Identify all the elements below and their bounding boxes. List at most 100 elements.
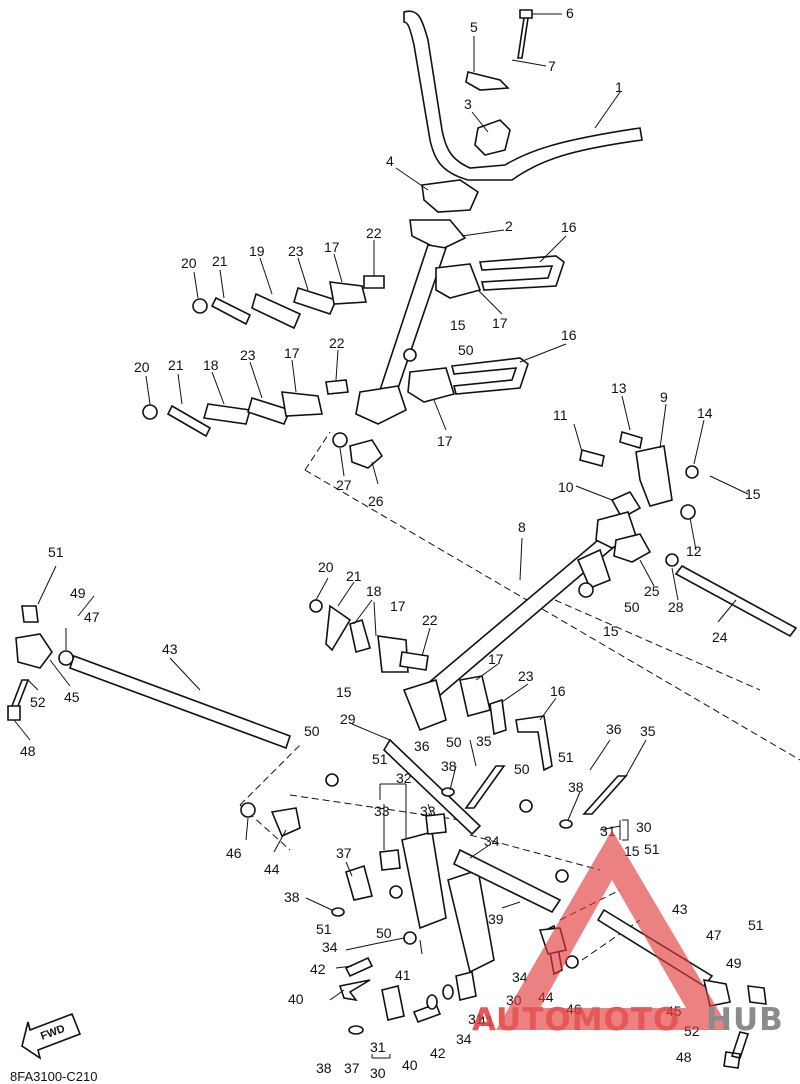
bushing-22a: [363, 275, 385, 289]
washer-38b: [441, 787, 455, 797]
label-30-a: 30: [636, 819, 652, 835]
label-50-b: 50: [624, 599, 640, 615]
link-39: [452, 848, 562, 914]
nut-46a: [240, 802, 256, 818]
nut-41b: [403, 931, 417, 945]
label-23-a: 23: [288, 243, 304, 259]
label-27: 27: [336, 477, 352, 493]
bolt-48a: [7, 679, 30, 721]
plate-18a: [202, 403, 252, 425]
label-32: 32: [396, 770, 412, 786]
label-51-d: 51: [644, 841, 660, 857]
label-11: 11: [553, 407, 568, 423]
label-30-c: 30: [370, 1065, 386, 1081]
label-41-b: 41: [478, 1013, 494, 1029]
label-23-c: 23: [518, 668, 534, 684]
label-51-c: 51: [558, 749, 574, 765]
washer-38d: [348, 1025, 364, 1035]
rod-24: [674, 564, 798, 638]
main-shaft-group: [418, 511, 798, 704]
label-31-c: 31: [370, 1039, 386, 1055]
label-17-d: 17: [437, 433, 453, 449]
label-22-b: 22: [329, 335, 345, 351]
label-43-a: 43: [162, 641, 178, 657]
label-49-b: 49: [726, 955, 742, 971]
label-20-a: 20: [181, 255, 197, 271]
plate-19: [251, 292, 302, 330]
label-17-c: 17: [284, 345, 300, 361]
bracket-16c: [515, 715, 553, 772]
label-5: 5: [470, 19, 478, 35]
label-22-c: 22: [422, 612, 438, 628]
label-38-b: 38: [441, 758, 457, 774]
link-21b: [166, 404, 212, 438]
label-34-c: 34: [512, 969, 528, 985]
upper-link-set: [192, 255, 565, 330]
label-38-d: 38: [316, 1060, 332, 1076]
nut-50e: [389, 885, 403, 899]
label-24: 24: [712, 629, 728, 645]
bushing-22b: [325, 379, 349, 395]
watermark-word-a: AUTOMOTO: [472, 1002, 680, 1038]
label-20-b: 20: [134, 359, 150, 375]
nut-49a: [21, 605, 39, 623]
label-50-d: 50: [446, 734, 462, 750]
label-40-b: 40: [402, 1057, 418, 1073]
lower-link-set: [309, 599, 553, 772]
tie-rod-end-44a: [270, 807, 301, 838]
label-35-a: 35: [476, 733, 492, 749]
label-34-a: 34: [484, 833, 500, 849]
label-43-b: 43: [672, 901, 688, 917]
nut-50b: [578, 582, 594, 598]
label-39: 39: [488, 911, 504, 927]
bushing-41: [455, 971, 477, 1001]
label-51-f: 51: [748, 917, 764, 933]
label-50-e: 50: [514, 761, 530, 777]
arm-32: [401, 830, 447, 930]
bushing-37a: [345, 864, 373, 901]
label-21-b: 21: [168, 357, 184, 373]
label-15-c: 15: [603, 623, 619, 639]
leader-lines: [13, 13, 749, 1001]
label-48-b: 48: [676, 1049, 692, 1065]
bushing-33b: [425, 813, 447, 835]
label-40-a: 40: [288, 991, 304, 1007]
label-17-f: 17: [488, 651, 504, 667]
label-16-a: 16: [561, 219, 577, 235]
label-23-b: 23: [240, 347, 256, 363]
label-47-b: 47: [706, 927, 722, 943]
bolt-35a: [464, 765, 506, 809]
part-number-labels: 1 2 3 4 5 6 7 8 9 10 11 12 13 14 15 15 1…: [20, 5, 764, 1081]
arm-34: [447, 868, 495, 974]
nut-50d: [519, 799, 533, 813]
nut-20a: [192, 298, 208, 314]
bracket-16a: [478, 255, 565, 291]
nut-20c: [309, 599, 323, 613]
label-34-b: 34: [322, 939, 338, 955]
label-46-a: 46: [226, 845, 242, 861]
label-22-a: 22: [366, 225, 382, 241]
tie-rod-end-25: [613, 533, 652, 563]
steering-column-bottom: [355, 385, 407, 425]
label-35-b: 35: [640, 723, 656, 739]
plate-23a: [293, 286, 338, 315]
plate-23c: [489, 698, 507, 736]
label-50-a: 50: [458, 342, 474, 358]
collar-17a: [329, 281, 368, 305]
label-8: 8: [518, 519, 526, 535]
link-21a: [210, 296, 252, 326]
label-4: 4: [386, 153, 394, 169]
tie-rod-left: [7, 605, 292, 750]
label-19: 19: [249, 243, 265, 259]
nut-12: [680, 504, 696, 520]
label-13: 13: [611, 380, 627, 396]
label-16-c: 16: [550, 683, 566, 699]
shaft-arm: [576, 548, 611, 590]
nut-50f: [555, 869, 569, 883]
nut-46b: [565, 955, 579, 969]
label-14: 14: [697, 405, 713, 421]
label-51-b: 51: [372, 751, 388, 767]
label-51-e: 51: [316, 921, 332, 937]
label-18-a: 18: [203, 357, 219, 373]
